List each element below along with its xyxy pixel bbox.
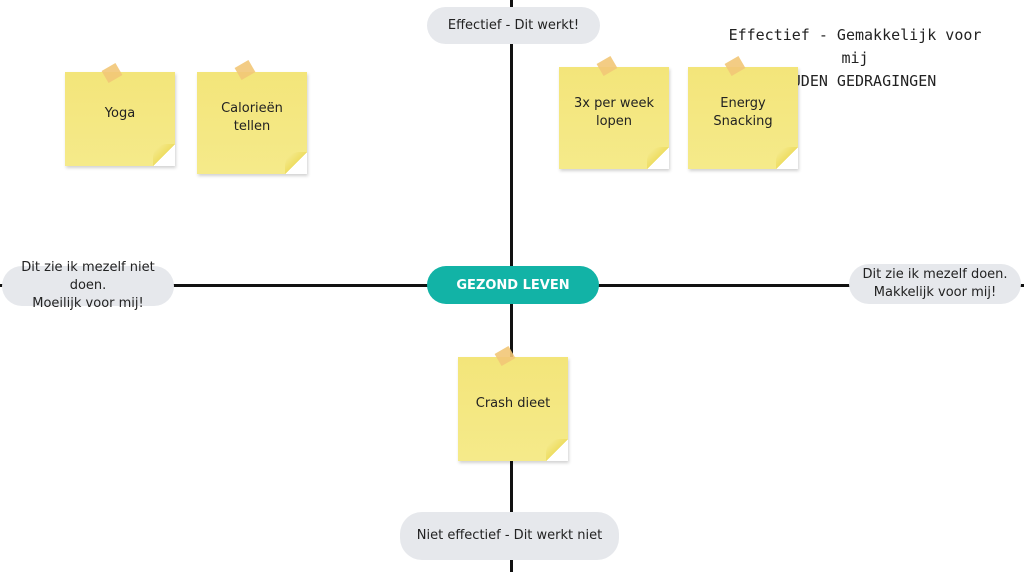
sticky-note-energy[interactable]: Energy Snacking [688, 67, 798, 169]
sticky-note-yoga[interactable]: Yoga [65, 72, 175, 166]
left-axis-label[interactable]: Dit zie ik mezelf niet doen. Moeilijk vo… [2, 260, 174, 311]
note-energy-line1: Energy [720, 96, 766, 111]
note-crash-line1: Crash dieet [475, 396, 551, 411]
sticky-note-lopen[interactable]: 3x per week lopen [559, 67, 669, 169]
right-axis-label[interactable]: Dit zie ik mezelf doen. Makkelijk voor m… [849, 264, 1021, 304]
quadrant-title: Effectief - Gemakkelijk voor mij GOUDEN … [715, 24, 995, 93]
note-yoga-line1: Yoga [104, 106, 136, 121]
note-energy-line2: Snacking [713, 114, 773, 129]
note-calorieen-line2: tellen [233, 119, 271, 134]
bottom-axis-text: Niet effectief - Dit werkt niet [416, 528, 603, 543]
sticky-note-crash-dieet[interactable]: Crash dieet [458, 357, 568, 461]
bottom-axis-label[interactable]: Niet effectief - Dit werkt niet [400, 512, 619, 560]
quadrant-title-line1: Effectief - Gemakkelijk voor mij [728, 26, 982, 67]
top-axis-label[interactable]: Effectief - Dit werkt! [427, 7, 600, 44]
note-lopen-line1: 3x per week [574, 96, 654, 111]
left-axis-line1: Dit zie ik mezelf niet doen. [21, 260, 155, 293]
note-calorieen-line1: Calorieën [221, 101, 283, 116]
top-axis-text: Effectief - Dit werkt! [447, 17, 580, 33]
center-label[interactable]: GEZOND LEVEN [427, 266, 599, 304]
center-text: GEZOND LEVEN [456, 277, 570, 293]
quadrant-title-line2: GOUDEN GEDRAGINGEN [773, 72, 937, 90]
right-axis-line2: Makkelijk voor mij! [873, 285, 997, 300]
left-axis-line2: Moeilijk voor mij! [32, 296, 144, 311]
sticky-note-calorieen[interactable]: Calorieën tellen [197, 72, 307, 174]
note-lopen-line2: lopen [595, 114, 633, 129]
right-axis-line1: Dit zie ik mezelf doen. [862, 267, 1008, 282]
